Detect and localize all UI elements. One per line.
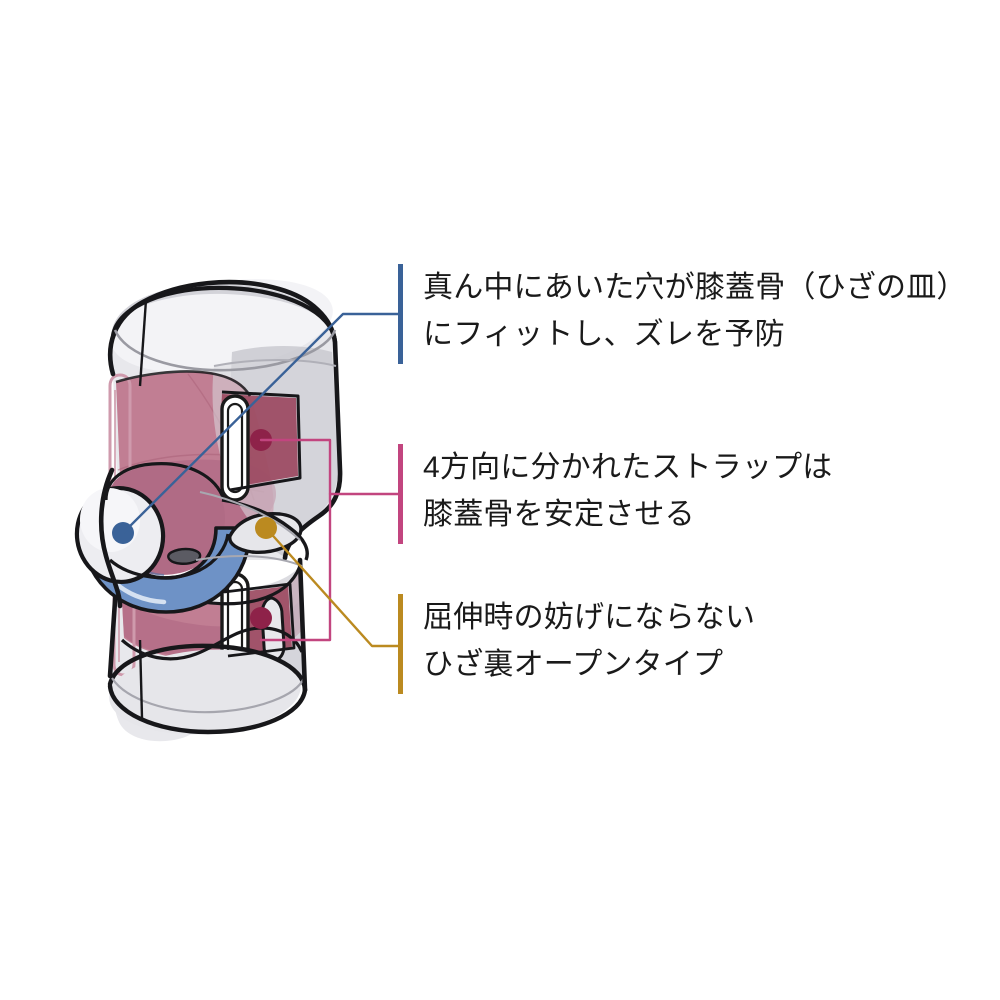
leader-line-gold xyxy=(264,526,402,648)
callout-line: 真ん中にあいた穴が膝蓋骨（ひざの皿） xyxy=(423,271,967,304)
callout-line: ひざ裏オープンタイプ xyxy=(423,648,724,681)
callout-four-way-strap-text: 4方向に分かれたストラップは 膝蓋骨を安定させる xyxy=(403,444,832,544)
leader-line-blue xyxy=(121,312,402,535)
callout-open-back: 屈伸時の妨げにならない ひざ裏オープンタイプ xyxy=(398,594,755,694)
callout-four-way-strap: 4方向に分かれたストラップは 膝蓋骨を安定させる xyxy=(398,444,832,544)
leader-line-pink xyxy=(259,438,402,642)
callout-line: にフィットし、ズレを予防 xyxy=(423,318,785,351)
callout-line: 屈伸時の妨げにならない xyxy=(423,601,756,634)
accent-bar-pink xyxy=(398,444,403,544)
callout-line: 4方向に分かれたストラップは xyxy=(423,451,833,484)
callout-patella-hole: 真ん中にあいた穴が膝蓋骨（ひざの皿） にフィットし、ズレを予防 xyxy=(398,264,967,364)
callout-patella-hole-text: 真ん中にあいた穴が膝蓋骨（ひざの皿） にフィットし、ズレを予防 xyxy=(403,264,967,364)
accent-bar-gold xyxy=(398,594,403,694)
callout-open-back-text: 屈伸時の妨げにならない ひざ裏オープンタイプ xyxy=(403,594,755,694)
strap-slot-upper xyxy=(220,394,250,502)
marker-dot-lower-strap xyxy=(250,607,272,629)
accent-bar-blue xyxy=(398,264,403,364)
callout-line: 膝蓋骨を安定させる xyxy=(423,498,695,531)
